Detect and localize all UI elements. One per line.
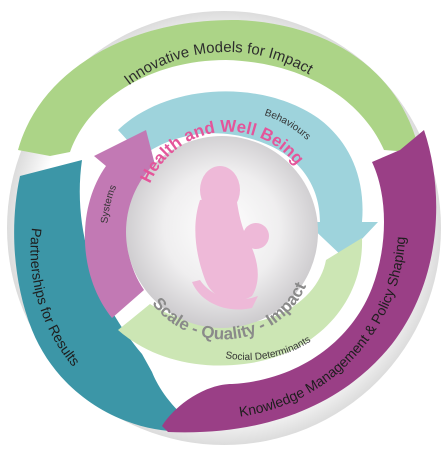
mother-and-child-silhouette-icon xyxy=(192,166,269,310)
outer-segment-innovative-models xyxy=(18,19,418,156)
inner-segment-behaviours xyxy=(118,91,378,258)
inner-segment-social-determinants xyxy=(118,238,363,366)
outer-segment-knowledge-management xyxy=(162,130,437,433)
outer-segment-partnerships xyxy=(14,160,204,432)
inner-segment-systems xyxy=(84,130,160,318)
